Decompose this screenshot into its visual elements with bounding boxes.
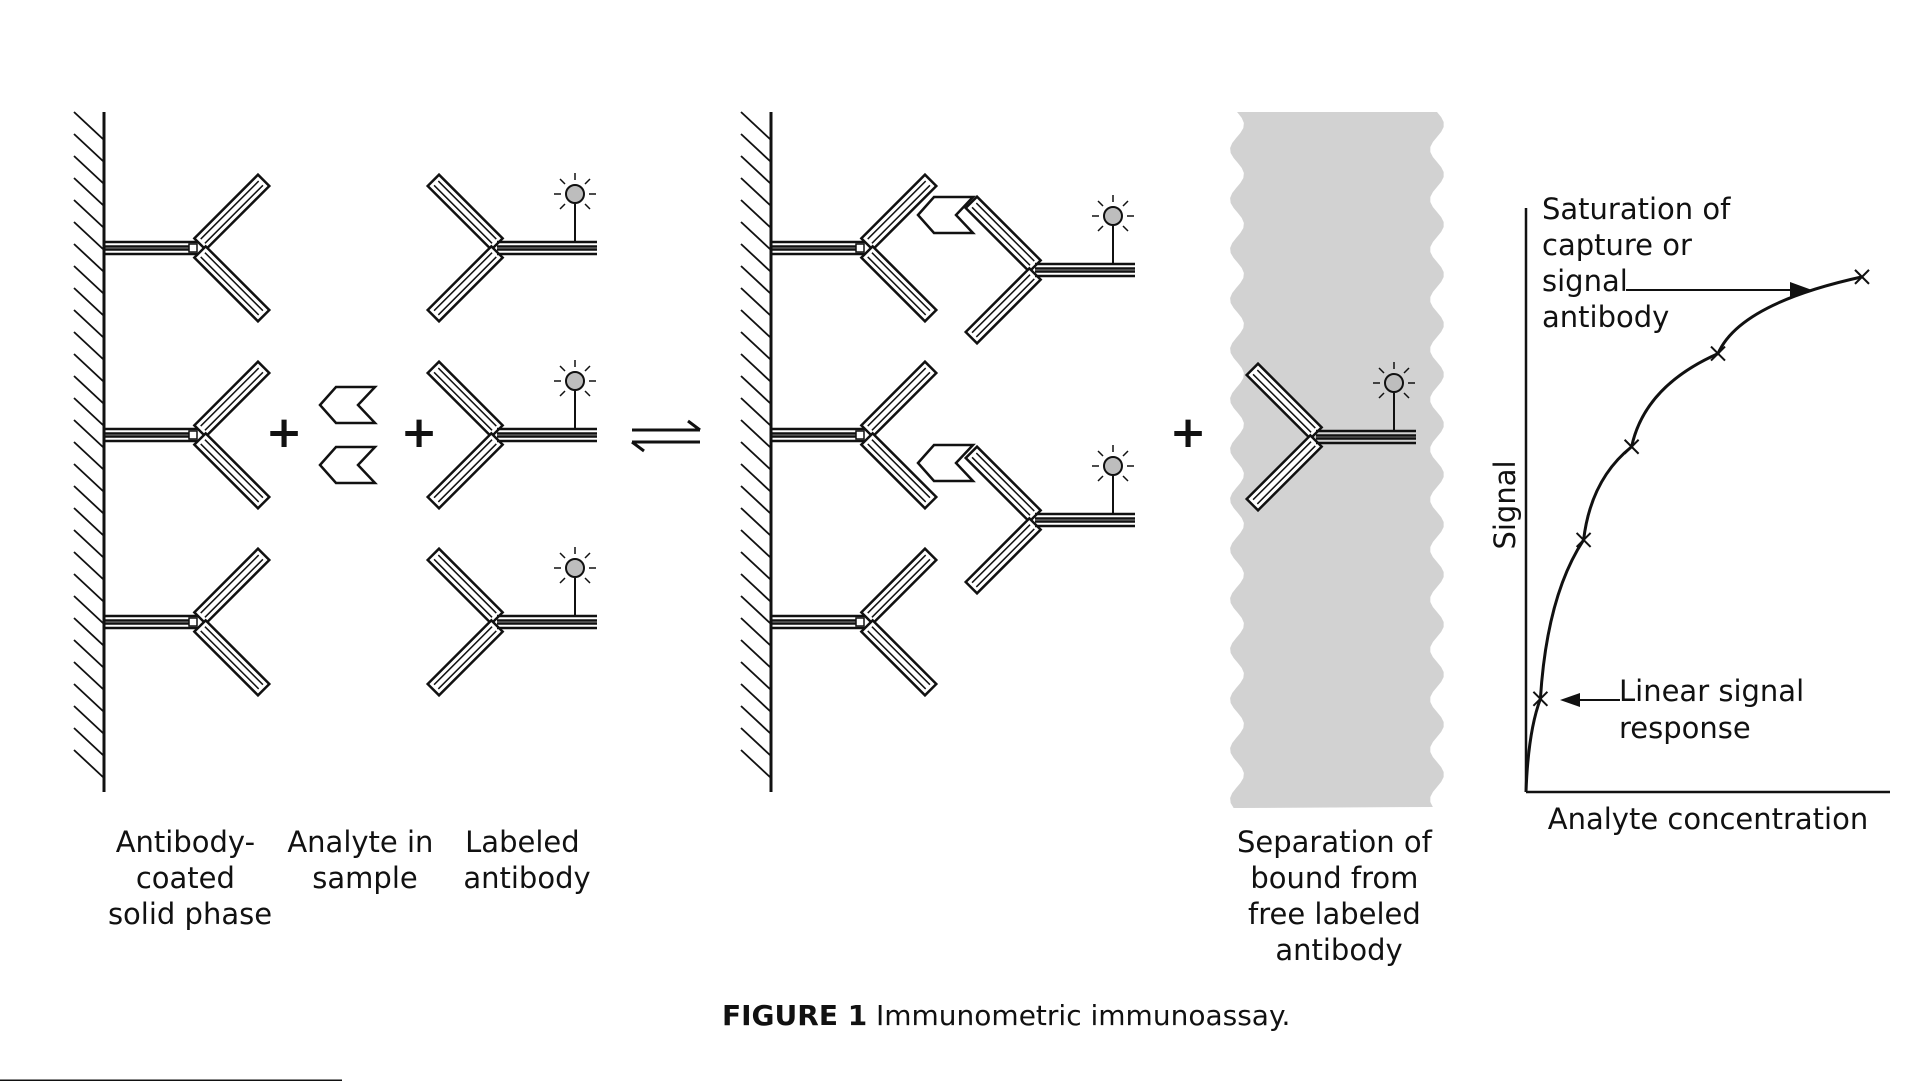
capture-antibody	[772, 175, 936, 322]
signal-graph: Signal Analyte concentration Saturation …	[1488, 192, 1890, 836]
analyte-molecule	[320, 447, 375, 483]
solid-phase-wall	[741, 112, 771, 792]
saturation-label: Saturation of capture or signal antibody	[1542, 192, 1740, 334]
capture-antibody	[772, 362, 936, 509]
graph-x-label: Analyte concentration	[1548, 802, 1869, 836]
analyte-molecule	[320, 387, 375, 423]
linear-response-label: Linear signal response	[1619, 674, 1813, 745]
bound-labeled-antibody	[966, 445, 1135, 593]
bound-analyte	[918, 445, 973, 481]
solid-phase-wall	[74, 112, 104, 792]
capture-antibody	[772, 549, 936, 696]
labeled-antibody	[428, 360, 597, 508]
labeled-antibody	[428, 173, 597, 321]
bound-labeled-antibody	[966, 195, 1135, 343]
figure-number: FIGURE 1	[722, 999, 867, 1032]
figure-caption: Immunometric immunoassay.	[876, 999, 1290, 1032]
capture-antibody	[105, 362, 269, 509]
separation-band	[1230, 112, 1444, 808]
plus-sign: +	[401, 407, 438, 458]
equilibrium-arrows	[632, 421, 700, 451]
plus-sign: +	[1170, 407, 1207, 458]
analyte-label: Analyte in sample	[287, 825, 442, 895]
labeled-antibody	[428, 547, 597, 695]
separation-label: Separation of bound from free labeled an…	[1237, 825, 1441, 967]
bound-analyte	[918, 197, 973, 233]
capture-antibody	[105, 175, 269, 322]
capture-antibody	[105, 549, 269, 696]
solid-phase-label: Antibody- coated solid phase	[108, 825, 272, 931]
labeled-antibody-label: Labeled antibody	[463, 825, 590, 895]
plus-sign: +	[266, 407, 303, 458]
graph-y-label: Signal	[1488, 460, 1522, 549]
